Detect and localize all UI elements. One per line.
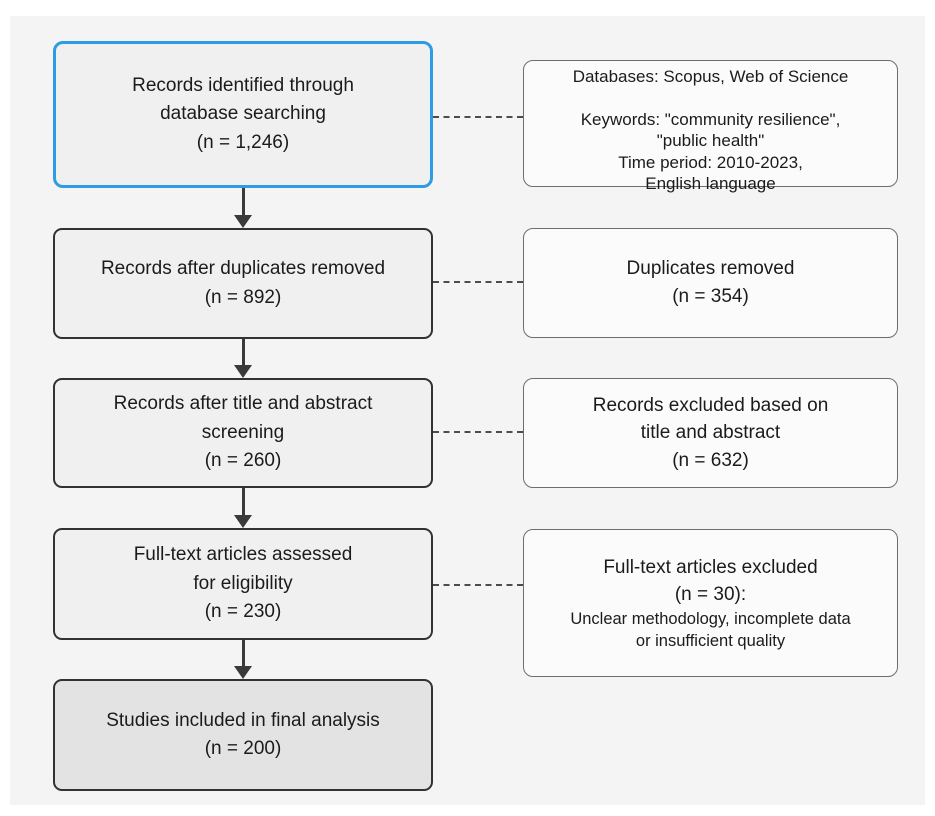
side-note-search-details: Databases: Scopus, Web of Science Keywor…	[523, 60, 898, 193]
arrow-stem	[242, 488, 245, 516]
dashed-connector	[433, 281, 523, 283]
side-note-records-excluded: Records excluded based on title and abst…	[523, 378, 898, 488]
diagram-canvas: Records identified through database sear…	[10, 16, 925, 805]
side-note-duplicates-removed: Duplicates removed (n = 354)	[523, 228, 898, 338]
flow-box-included: Studies included in final analysis (n = …	[53, 679, 433, 791]
flow-box-after-screening: Records after title and abstract screeni…	[53, 378, 433, 488]
flow-box-after-duplicates: Records after duplicates removed (n = 89…	[53, 228, 433, 339]
down-arrow-icon	[234, 488, 253, 528]
down-arrow-icon	[234, 339, 253, 378]
side-note-main-text: Full-text articles excluded (n = 30):	[603, 556, 818, 606]
arrow-head	[234, 666, 252, 679]
arrow-head	[234, 215, 252, 228]
dashed-connector	[433, 584, 523, 586]
arrow-stem	[242, 188, 245, 216]
arrow-stem	[242, 339, 245, 366]
dashed-connector	[433, 116, 523, 118]
flow-box-records-identified: Records identified through database sear…	[53, 41, 433, 188]
side-note-fulltext-excluded: Full-text articles excluded (n = 30): Un…	[523, 529, 898, 677]
arrow-stem	[242, 640, 245, 667]
down-arrow-icon	[234, 188, 253, 228]
arrow-head	[234, 365, 252, 378]
dashed-connector	[433, 431, 523, 433]
down-arrow-icon	[234, 640, 253, 679]
side-note-sub-text: Unclear methodology, incomplete data or …	[570, 609, 851, 650]
arrow-head	[234, 515, 252, 528]
flow-box-fulltext-assessed: Full-text articles assessed for eligibil…	[53, 528, 433, 640]
